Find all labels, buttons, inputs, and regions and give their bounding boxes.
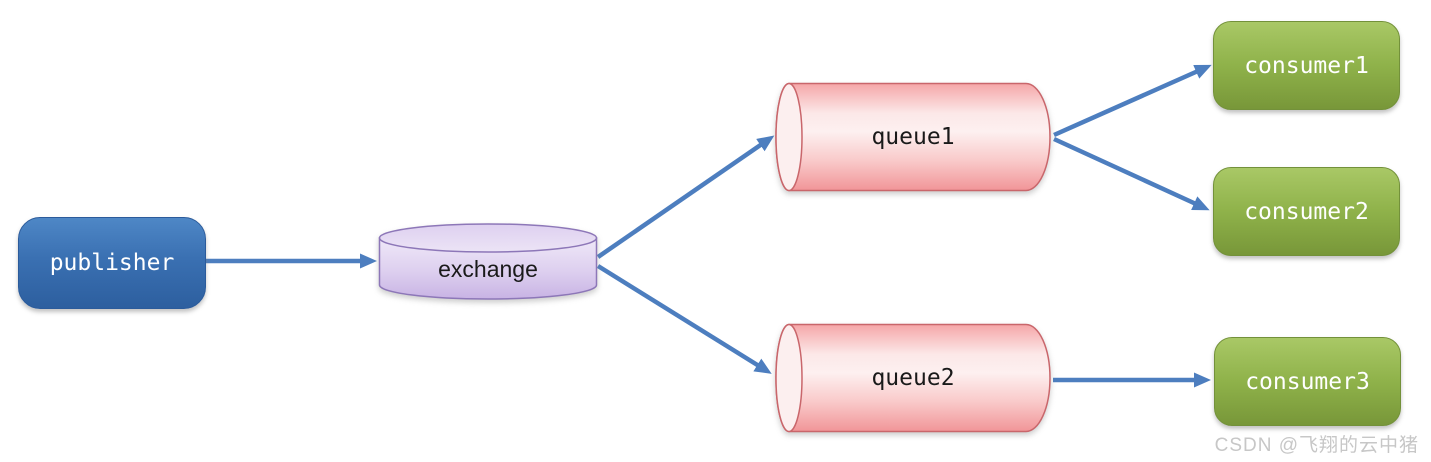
cylinder-shape	[378, 223, 598, 300]
arrow-exchange-to-queue1	[596, 135, 775, 259]
node-label: consumer1	[1244, 52, 1369, 79]
node-publisher: publisher	[18, 217, 206, 309]
node-label: consumer2	[1244, 198, 1369, 225]
node-queue1: queue1	[774, 82, 1052, 192]
arrow-exchange-to-queue2	[596, 264, 772, 374]
node-queue2: queue2	[774, 323, 1052, 433]
arrow-queue1-to-consumer1	[1053, 64, 1212, 138]
node-consumer2: consumer2	[1213, 167, 1400, 256]
cylinder-shape	[775, 82, 1051, 192]
watermark: CSDN @飞翔的云中猪	[1214, 435, 1419, 456]
node-consumer3: consumer3	[1214, 337, 1401, 426]
node-label: queue1	[871, 124, 955, 150]
node-label: consumer3	[1245, 368, 1370, 395]
node-label: queue2	[871, 365, 955, 391]
cylinder-shape	[775, 323, 1051, 433]
node-exchange: exchange	[378, 222, 598, 302]
arrow-queue1-to-consumer2	[1053, 136, 1210, 211]
node-label: publisher	[49, 250, 175, 276]
node-label: exchange	[438, 255, 538, 282]
node-consumer1: consumer1	[1213, 21, 1400, 110]
